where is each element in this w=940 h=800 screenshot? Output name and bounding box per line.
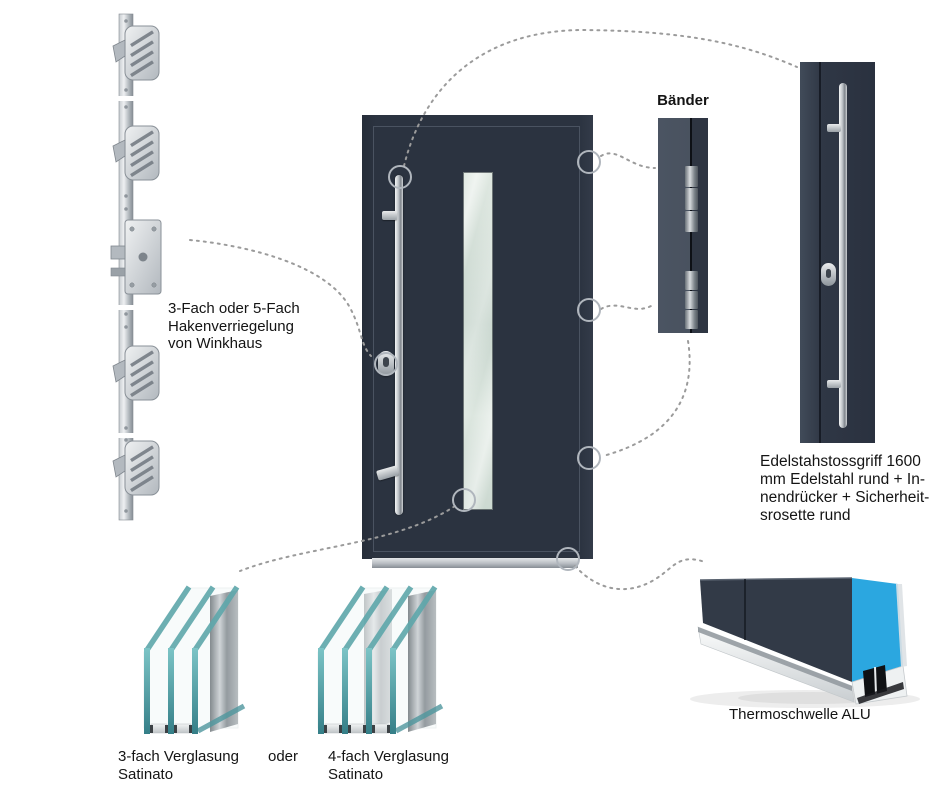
hinge-top <box>685 166 698 232</box>
lock-callout-label: 3-Fach oder 5-Fach Hakenverriegelung von… <box>168 300 300 352</box>
callout-marker-handle <box>388 165 412 189</box>
callout-marker-threshold <box>556 547 580 571</box>
connector-hinge-bottom <box>602 340 691 457</box>
connector-glass-to-glazing <box>239 505 456 572</box>
main-door-illustration <box>362 115 593 559</box>
connector-hinge-middle <box>600 304 652 310</box>
detail-standoff-top <box>827 124 841 132</box>
connector-hinge-top <box>600 152 656 169</box>
frame-seam <box>819 62 821 443</box>
detail-lock-rosette <box>821 263 836 286</box>
handle-callout-label: Edelstahstossgriff 1600 mm Edelstahl run… <box>760 453 930 524</box>
glazing-3x-label: 3-fach Verglasung Satinato <box>118 748 239 783</box>
glazing-4x-label: 4-fach Verglasung Satinato <box>328 748 449 783</box>
handle-standoff-bottom <box>376 465 399 481</box>
door-glass-panel <box>463 172 493 510</box>
callout-marker-hinge-top <box>577 150 601 174</box>
handle-standoff-top <box>382 211 397 220</box>
hinges-callout-label: Bänder <box>657 92 709 109</box>
connector-handle-to-detail <box>403 28 798 167</box>
glazing-or-label: oder <box>268 748 299 765</box>
door-pull-handle <box>395 175 403 515</box>
hinge-detail-illustration <box>658 118 708 333</box>
door-leaf <box>373 126 580 552</box>
callout-marker-hinge-bottom <box>577 446 601 470</box>
door-threshold-strip <box>372 557 578 568</box>
hinge-bottom <box>685 271 698 330</box>
door-seam <box>690 118 692 333</box>
callout-marker-glass <box>452 488 476 512</box>
glazing-4x-illustration <box>317 585 444 734</box>
callout-marker-rosette <box>374 352 398 376</box>
connector-threshold <box>574 558 706 591</box>
threshold-callout-label: Thermoschwelle ALU <box>729 706 871 723</box>
handle-detail-illustration <box>800 62 875 443</box>
detail-standoff-bottom <box>827 380 841 388</box>
detail-pull-handle <box>839 83 847 428</box>
threshold-illustration <box>690 577 920 708</box>
glazing-3x-illustration <box>143 585 246 734</box>
door-lock-rosette <box>378 351 394 376</box>
callout-marker-hinge-middle <box>577 298 601 322</box>
lock-illustration <box>110 13 162 521</box>
